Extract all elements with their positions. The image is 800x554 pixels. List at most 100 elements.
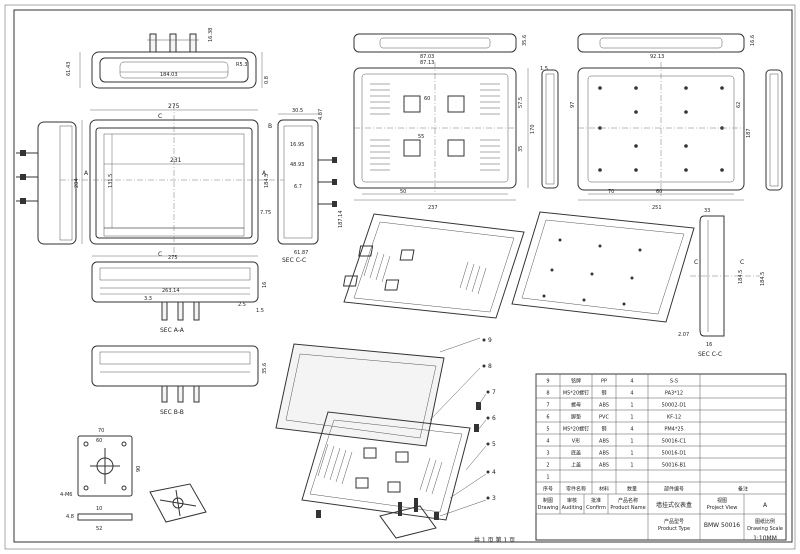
dim-bracket-holes: 4-M6	[60, 492, 72, 498]
tb-scale-cn: 图纸比例	[755, 518, 775, 525]
dim-seca-h: 16	[262, 282, 268, 288]
bom-row-8-qty: 4	[630, 391, 633, 397]
callout-6: 6	[492, 415, 496, 422]
bom-header-mat: 材料	[599, 486, 609, 493]
dim-bracket-d5: 52	[96, 526, 102, 532]
dim-coversec-w: 33	[704, 208, 710, 214]
bom-row-7-name: 螺母	[571, 402, 581, 409]
bom-row-2-qty: 1	[630, 463, 633, 469]
tb-confirm-cn: 批准	[591, 497, 601, 504]
dim-back-c2: 55	[418, 134, 424, 140]
bom-row-4-name: V形	[572, 438, 580, 445]
iso-base-housing	[342, 213, 525, 319]
bom-row-3-qty: 1	[630, 451, 633, 457]
dim-back-c1: 50	[400, 189, 406, 195]
dim-coversec-h: 184.5	[760, 272, 766, 286]
dim-cover-t8: 97	[570, 102, 576, 108]
bom-row-3-no: 3	[546, 451, 549, 457]
dim-side-d4: 187.14	[338, 211, 344, 229]
tb-pname-cn: 产品名称	[618, 497, 638, 504]
label-sec-c-c: SEC C-C	[282, 257, 306, 264]
bom-row-7-code: 50002-D1	[662, 403, 687, 409]
page-count: 共 1 页 第 1 页	[474, 536, 515, 544]
sheet-outer-border	[4, 4, 796, 550]
section-mark-c-top: C	[158, 113, 162, 120]
bom-row-6-no: 6	[546, 415, 549, 421]
tb-drawing-en: Drawing	[538, 505, 559, 511]
bom-row-9-no: 9	[546, 379, 549, 385]
dim-front-inner: 231	[170, 157, 182, 164]
bom-row-8-name: M5*20螺钉	[563, 390, 589, 397]
back-view: 237 50 55 60 170 57.5 35 87.03 87.13 1.5…	[353, 33, 559, 211]
bom-row-5-code: PM4*25	[664, 427, 683, 433]
section-mark-a-right: A	[262, 170, 267, 177]
dim-bracket-d1: 60	[96, 438, 102, 444]
exploded-assembly	[275, 337, 490, 539]
tb-ptype-val: BMW 50016	[704, 522, 740, 529]
section-mark-a-left: A	[84, 170, 89, 177]
dim-coversec-d2: 16	[706, 342, 712, 348]
dim-cover-c7: 62	[736, 102, 742, 108]
bom-row-8-code: PA3*12	[665, 391, 683, 397]
callout-5: 5	[492, 441, 496, 448]
dim-side-height: 184.5	[264, 174, 270, 188]
dim-side-d7: 61.87	[294, 250, 308, 256]
sheet-inner-border	[13, 9, 793, 543]
bom-row-9-qty: 4	[630, 379, 633, 385]
dim-side-width: 30.5	[292, 108, 303, 114]
iso-cover	[511, 211, 695, 323]
bom-row-9-name: 铭牌	[571, 378, 581, 385]
dim-side-d3: 6.7	[294, 184, 302, 190]
coversec-mark-bottom: C	[740, 259, 744, 266]
dim-side-d6: 7.75	[260, 210, 271, 216]
label-sec-a-a: SEC A-A	[160, 327, 185, 334]
dim-back-h: 170	[530, 124, 536, 134]
section-a-a-view: 275 263.14 16 3.3 2.5 1.5 SEC A-A	[91, 255, 268, 334]
dim-bracket-d3: 4.8	[66, 514, 74, 520]
bom-row-6-code: KF-12	[667, 415, 681, 421]
dim-back-width: 237	[428, 205, 438, 211]
tb-confirm-en: Confirm	[586, 505, 606, 511]
dim-coversec-h2: 184.5	[738, 270, 744, 284]
bom-row-2-name: 上盖	[571, 462, 581, 469]
callout-numbers: 9 8 7 6 5 4 3	[488, 337, 496, 502]
dim-front-inner-h: 131.5	[108, 174, 114, 188]
bom-header-no: 序号	[543, 486, 553, 493]
tb-scale-en: Drawing Scale	[747, 526, 783, 532]
dim-cover-width: 251	[652, 205, 662, 211]
label-sec-b-b: SEC B-B	[160, 409, 184, 416]
bom-row-8-mat: 钢	[601, 390, 606, 397]
bom-row-4-code: 50016-C1	[662, 439, 686, 445]
dim-seca-width: 275	[168, 255, 178, 261]
bom-row-9-mat: PP	[601, 379, 607, 385]
bom-row-3-mat: ABS	[599, 451, 609, 457]
tb-pname-en: Product Name	[610, 505, 645, 511]
bom-row-7-mat: ABS	[599, 403, 609, 409]
bom-row-2-mat: ABS	[599, 463, 609, 469]
bom-row-4-qty: 1	[630, 439, 633, 445]
dim-top-width: 184.03	[160, 72, 178, 78]
dim-side-d5: 4.87	[318, 109, 324, 120]
dim-side-d2: 48.93	[290, 162, 304, 168]
callout-3: 3	[492, 495, 496, 502]
dim-cover-t6: 16.6	[750, 35, 756, 46]
bom-row-5-qty: 4	[630, 427, 633, 433]
dim-front-height: 204	[74, 178, 80, 188]
tb-audit-cn: 审核	[567, 497, 577, 504]
top-view: 184.03 61.43 16.38 R5.3 0.8	[66, 28, 270, 89]
bom-row-6-qty: 1	[630, 415, 633, 421]
dim-seca-d1: 3.3	[144, 296, 152, 302]
dim-back-c3: 57.5	[518, 97, 524, 108]
callout-9: 9	[488, 337, 492, 344]
tb-audit-en: Auditing	[562, 505, 583, 511]
bom-row-2-code: 50016-B1	[662, 463, 686, 469]
bom-row-8-no: 8	[546, 391, 549, 397]
dim-top-height: 61.43	[66, 62, 72, 76]
section-mark-c-bottom: C	[158, 251, 162, 258]
tb-pname-val: 墙挂式仪表盒	[656, 501, 692, 509]
dim-cover-t3: 92.13	[650, 54, 664, 60]
dim-back-t4: 1.5	[540, 66, 548, 72]
callout-4: 4	[492, 469, 496, 476]
